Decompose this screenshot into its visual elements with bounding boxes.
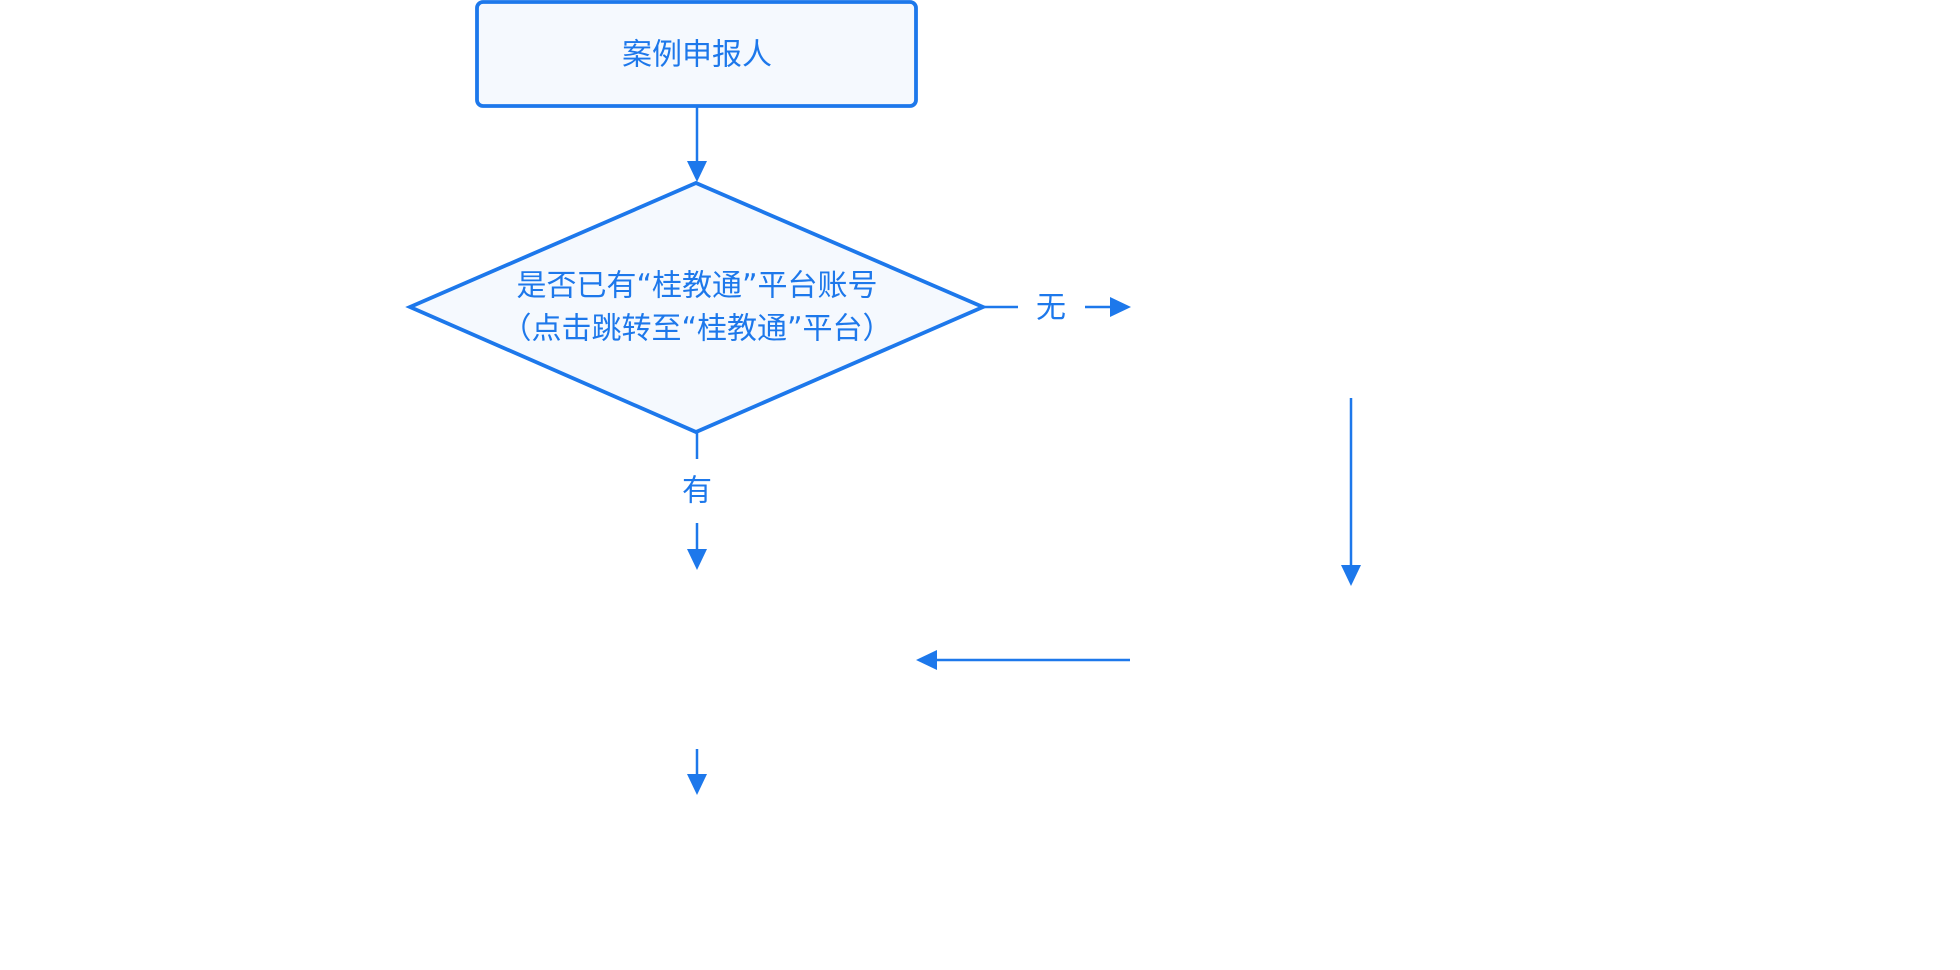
edge-yes-label: 有 bbox=[682, 474, 712, 509]
edge-reporter-to-decision bbox=[687, 106, 707, 182]
edge-right-down-arrowhead bbox=[1341, 565, 1361, 586]
edge-right-down bbox=[1341, 398, 1361, 586]
decision-line-1: 是否已有“桂教通”平台账号 bbox=[516, 269, 877, 304]
edge-reporter-to-decision-arrowhead bbox=[687, 161, 707, 182]
edge-no: 无 bbox=[983, 291, 1131, 326]
decision-line-2: （点击跳转至“桂教通”平台） bbox=[501, 312, 892, 347]
reporter-label: 案例申报人 bbox=[622, 38, 772, 73]
edge-yes: 有 bbox=[682, 432, 712, 570]
edge-no-label: 无 bbox=[1036, 291, 1066, 326]
reporter-box[interactable]: 案例申报人 bbox=[475, 0, 918, 108]
edge-no-arrowhead bbox=[1110, 297, 1131, 317]
edge-yes-arrowhead bbox=[687, 549, 707, 570]
edge-return-left-arrowhead bbox=[916, 650, 937, 670]
edge-bottom-down-arrowhead bbox=[687, 774, 707, 795]
edge-bottom-down bbox=[687, 749, 707, 795]
decision-diamond[interactable]: 是否已有“桂教通”平台账号 （点击跳转至“桂教通”平台） bbox=[405, 180, 988, 435]
edge-return-left bbox=[916, 650, 1130, 670]
decision-diamond-shape bbox=[405, 180, 988, 435]
